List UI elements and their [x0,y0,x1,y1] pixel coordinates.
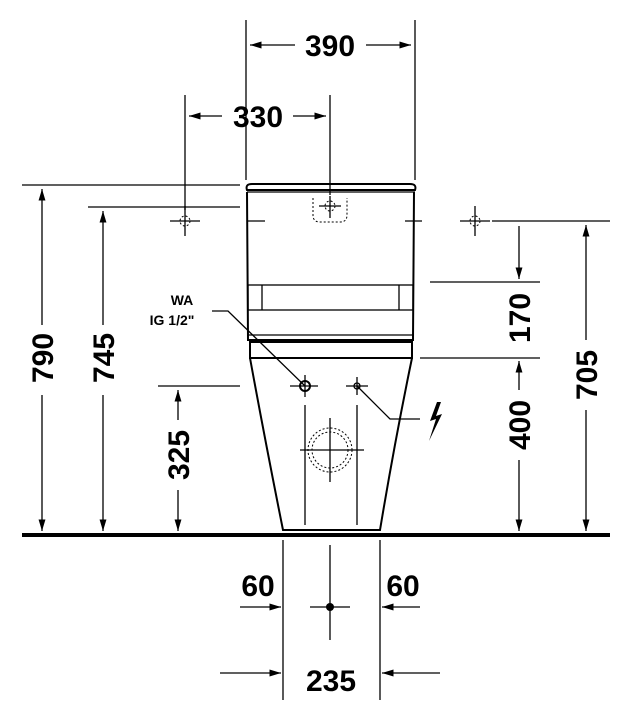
dimension-790: 790 [27,333,60,383]
dimension-745: 745 [88,333,121,383]
dimension-170: 170 [504,293,537,343]
dimension-60-right: 60 [386,570,419,603]
dimension-330: 330 [233,101,283,134]
dimension-235: 235 [306,665,356,698]
lightning-bolt-icon [429,402,442,441]
dimension-325: 325 [163,430,196,480]
outlet-circle-icon [300,418,364,482]
thread-size-label: IG 1/2" [150,312,195,328]
water-connection-label: WA [171,292,194,308]
dimension-60-left: 60 [241,570,274,603]
dimension-400: 400 [504,400,537,450]
dimension-705: 705 [571,350,604,400]
toilet-front-view [245,183,417,531]
dimension-390: 390 [305,30,355,63]
crosshair-icon [170,196,490,236]
